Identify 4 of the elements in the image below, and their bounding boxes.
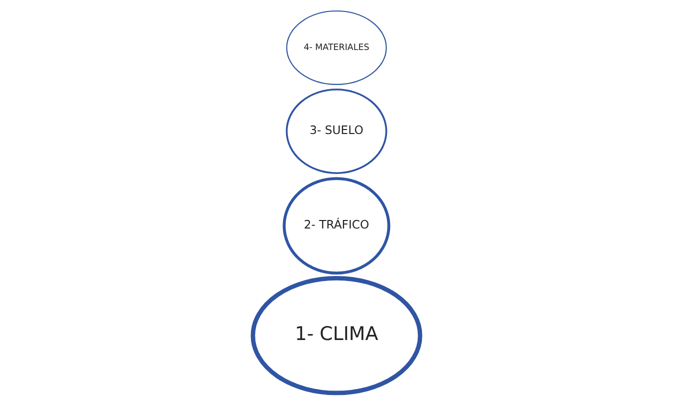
node-ellipse: 3- SUELO <box>286 88 388 174</box>
node-circle: 2- TRÁFICO <box>282 177 390 274</box>
node-ellipse: 4- MATERIALES <box>286 10 387 85</box>
node-ellipse: 1- CLIMA <box>250 276 422 396</box>
